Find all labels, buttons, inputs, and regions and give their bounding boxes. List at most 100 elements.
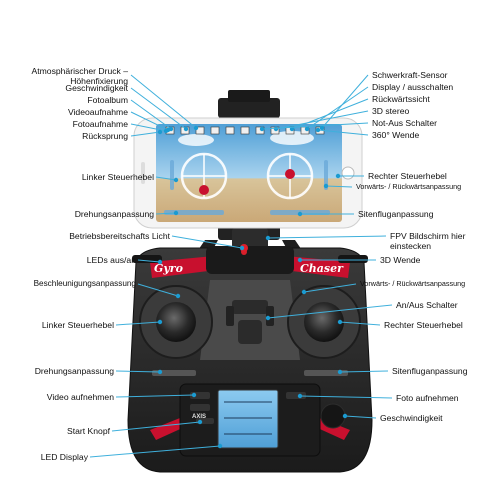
leader-dot — [157, 259, 163, 265]
label-right-stick: Rechter Steuerhebel — [384, 320, 463, 330]
label-gravity-sensor: Schwerkraft-Sensor — [372, 70, 448, 80]
leader-line — [303, 283, 357, 293]
label-turn-360: 360° Wende — [372, 130, 420, 140]
leader-line — [317, 129, 369, 136]
leader-dot — [297, 393, 303, 399]
leader-dot — [342, 413, 348, 419]
leader-line — [306, 86, 369, 130]
leader-dot — [301, 289, 307, 295]
leader-line — [130, 87, 187, 130]
leader-dot — [297, 211, 303, 217]
leader-lines — [89, 74, 393, 458]
leader-dot — [163, 128, 169, 134]
leader-dot — [173, 177, 179, 183]
leader-line — [325, 185, 353, 188]
leader-dot — [337, 369, 343, 375]
leader-dot — [319, 125, 325, 131]
label-side-trim-top: Sitenfluganpassung — [358, 209, 434, 219]
label-return: Rücksprung — [82, 131, 128, 141]
remote-controller — [127, 246, 373, 473]
label-power-switch: An/Aus Schalter — [396, 300, 458, 310]
leader-line — [171, 235, 243, 249]
smartphone — [133, 117, 363, 229]
label-right-stick-top: Rechter Steuerhebel — [368, 171, 447, 181]
leader-dot — [335, 173, 341, 179]
label-leds: LEDs aus/an — [86, 255, 136, 265]
leader-line — [89, 445, 221, 458]
leader-line — [299, 395, 393, 399]
leader-dot — [157, 319, 163, 325]
leader-line — [130, 111, 169, 131]
leader-line — [344, 415, 377, 419]
label-power-light: Betriebsbereitschafts Licht — [69, 231, 170, 241]
leader-line — [321, 74, 369, 129]
label-fwd-back-trim: Vorwärts- / Rückwärtsanpassung — [360, 279, 466, 288]
leader-dot — [191, 392, 197, 398]
leader-line — [267, 235, 387, 239]
label-stereo: 3D stereo — [372, 106, 410, 116]
label-display-toggle: Display / ausschalten — [372, 82, 454, 92]
leader-dot — [183, 126, 189, 132]
label-left-stick-top: Linker Steuerhebel — [81, 172, 154, 182]
brand-logo: AXIS — [192, 414, 207, 420]
leader-dot — [289, 126, 295, 132]
virtual-stick-right — [266, 152, 314, 200]
leader-dot — [157, 129, 163, 135]
leader-line — [137, 259, 161, 263]
label-video-record: Videoaufnahme — [67, 107, 128, 117]
leader-line — [130, 131, 161, 137]
leader-line — [155, 176, 177, 181]
label-side-trim: Sitenfluganpassung — [392, 366, 468, 376]
label-pressure-hold: Atmosphärischer Druck –Höhenfixierung — [31, 66, 128, 86]
leader-dot — [197, 419, 203, 425]
label-fwd-back-trim-top: Vorwärts- / Rückwärtsanpassung — [356, 182, 462, 191]
brand-right: Chaser — [300, 262, 343, 275]
virtual-stick-left — [180, 152, 228, 200]
leader-line — [130, 99, 172, 130]
leader-dot — [304, 126, 310, 132]
label-photo-capture: Fotoaufnahme — [72, 119, 128, 129]
leader-line — [275, 110, 369, 130]
leader-dot — [217, 443, 223, 449]
brand-left: Gyro — [154, 262, 183, 275]
leader-line — [339, 321, 381, 326]
label-rear-view: Rückwärtssicht — [372, 94, 430, 104]
leader-dot — [157, 369, 163, 375]
leader-dot — [337, 319, 343, 325]
leader-dot — [265, 235, 271, 241]
leader-line — [115, 321, 161, 326]
label-photo-btn: Foto aufnehmen — [396, 393, 459, 403]
label-left-stick: Linker Steuerhebel — [41, 320, 114, 330]
label-rotation-trim: Drehungsanpassung — [34, 366, 114, 376]
leader-dot — [323, 183, 329, 189]
label-photo-album: Fotoalbum — [87, 95, 128, 105]
leader-line — [155, 212, 177, 215]
label-fpv-mount: FPV Bildschirm hier einstecken — [390, 231, 466, 251]
leader-line — [130, 74, 197, 129]
leader-line — [115, 394, 195, 398]
label-accel-trim: Beschleunigungsanpassung — [33, 279, 136, 288]
label-turn-3d: 3D Wende — [380, 255, 421, 265]
label-rotation-trim-top: Drehungsanpassung — [74, 209, 154, 219]
leader-line — [111, 421, 201, 432]
label-emergency-stop: Not-Aus Schalter — [372, 118, 437, 128]
leader-dot — [273, 126, 279, 132]
label-led-display: LED Display — [40, 452, 88, 462]
leader-dot — [193, 125, 199, 131]
leader-line — [267, 304, 393, 319]
leader-dot — [297, 257, 303, 263]
leader-dot — [259, 126, 265, 132]
label-start-button: Start Knopf — [67, 426, 110, 436]
leader-line — [261, 122, 369, 130]
leader-dot — [173, 210, 179, 216]
leader-line — [115, 370, 161, 373]
leader-dot — [315, 127, 321, 133]
leader-line — [291, 98, 369, 130]
leader-dot — [239, 245, 245, 251]
label-speed: Geschwindigkeit — [65, 83, 128, 93]
leader-line — [339, 370, 389, 373]
label-speed-btn: Geschwindigkeit — [380, 413, 443, 423]
leader-dot — [175, 293, 181, 299]
